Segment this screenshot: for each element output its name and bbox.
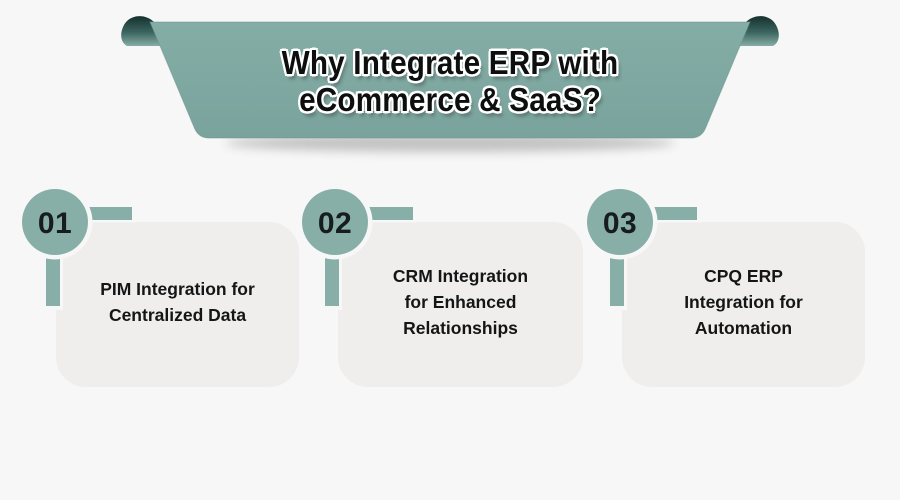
card-cpq-label: CPQ ERP Integration for Automation	[622, 222, 865, 382]
card-crm-label: CRM Integration for Enhanced Relationshi…	[338, 222, 583, 382]
hbar-outline-03	[620, 204, 701, 223]
card-pim-label: PIM Integration for Centralized Data	[56, 222, 299, 382]
connector-hbar-03	[620, 207, 697, 220]
connector-vbar-02	[325, 222, 339, 306]
connector-hbar-02	[335, 207, 413, 220]
card-cpq: CPQ ERP Integration for Automation	[622, 222, 865, 387]
card-label-line: for Enhanced	[404, 292, 517, 312]
connector-hbar-01	[55, 207, 132, 220]
banner-title-line1: Why Integrate ERP with	[281, 44, 619, 81]
card-label-line: CRM Integration	[392, 266, 529, 286]
card-label-line: Automation	[694, 318, 793, 338]
card-pim: PIM Integration for Centralized Data	[56, 222, 299, 387]
hbar-outline-02	[335, 204, 417, 223]
banner-title: Why Integrate ERP with eCommerce & SaaS?	[45, 44, 855, 118]
banner-body	[149, 21, 751, 139]
card-label-line: CPQ ERP	[704, 266, 783, 286]
card-crm: CRM Integration for Enhanced Relationshi…	[338, 222, 583, 387]
card-label-line: Integration for	[684, 292, 803, 312]
banner-ribbon	[121, 16, 779, 152]
banner-title-line2: eCommerce & SaaS?	[299, 81, 601, 118]
card-label-line: PIM Integration for	[100, 279, 255, 299]
card-label-line: Relationships	[403, 318, 518, 338]
hbar-outline-01	[55, 204, 136, 223]
card-label-line: Centralized Data	[108, 305, 247, 325]
